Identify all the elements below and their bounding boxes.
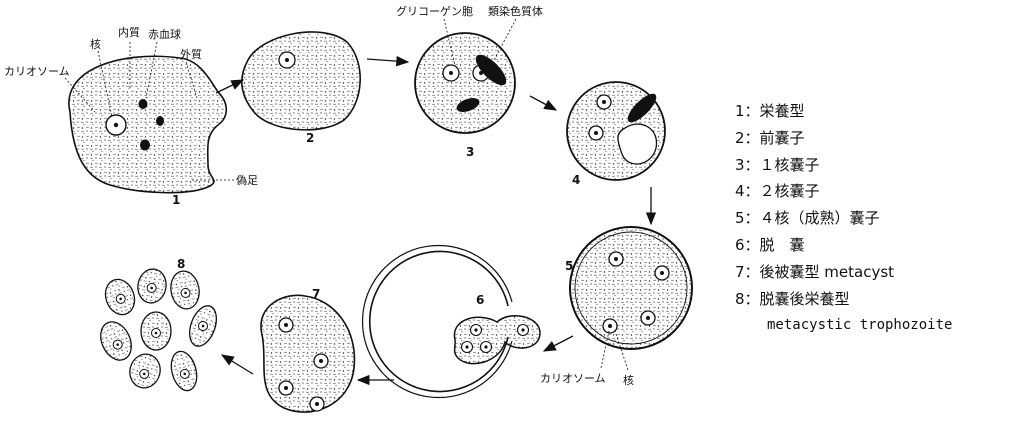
stage-number-7: 7: [312, 287, 320, 301]
stage-number-8: 8: [177, 257, 185, 271]
stage-number-4: 4: [572, 173, 580, 187]
stage-8-metacystic-trophozoites: [95, 267, 222, 394]
label-chromatoid-body: 類染色質体: [488, 4, 543, 18]
stage-number-3: 3: [466, 145, 474, 159]
stage-7-metacyst: [261, 295, 354, 412]
label-glycogen-vacuole: グリコーゲン胞: [396, 4, 473, 18]
stage-2-precyst: [242, 32, 360, 130]
label-ectoplasm: 外質: [180, 47, 202, 61]
arrow-7-to-8: [222, 355, 253, 374]
arrow-1-to-2: [216, 80, 243, 93]
legend-item-4: 4：２核囊子: [735, 178, 952, 205]
stage-6-excystation: [363, 245, 540, 397]
legend-item-1: 1：栄養型: [735, 98, 952, 125]
stage-number-6: 6: [476, 293, 484, 307]
label-nucleus-bottom: 核: [623, 373, 634, 387]
arrow-2-to-3: [367, 59, 408, 62]
legend-item-3: 3：１核囊子: [735, 152, 952, 179]
label-pseudopod: 偽足: [236, 173, 258, 187]
stage-3-uninucleate-cyst: [415, 19, 516, 133]
label-nucleus-top: 核: [90, 37, 101, 51]
stage-5-mature-cyst: [570, 227, 692, 370]
legend-item-8: 8：脱囊後栄養型: [735, 286, 952, 313]
stage-4-binucleate-cyst: [567, 82, 665, 180]
label-rbc: 赤血球: [148, 27, 181, 41]
label-karyosome-bottom: カリオソーム: [540, 372, 606, 385]
stage-number-1: 1: [172, 193, 180, 207]
stage-number-5: 5: [565, 259, 573, 273]
arrow-5-to-6: [544, 336, 573, 351]
stage-number-2: 2: [306, 131, 314, 145]
legend-item-8-subtitle: metacystic trophozoite: [735, 312, 952, 339]
legend-item-2: 2：前囊子: [735, 125, 952, 152]
stage-1-trophozoite: [65, 42, 235, 193]
legend: 1：栄養型 2：前囊子 3：１核囊子 4：２核囊子 5：４核（成熟）囊子 6：脱…: [735, 98, 952, 339]
label-karyosome-top: カリオソーム: [4, 65, 70, 78]
label-endoplasm: 内質: [118, 25, 140, 39]
arrow-3-to-4: [530, 96, 556, 110]
legend-item-5: 5：４核（成熟）囊子: [735, 205, 952, 232]
legend-item-7: 7：後被囊型 metacyst: [735, 259, 952, 286]
legend-item-6: 6：脱 囊: [735, 232, 952, 259]
